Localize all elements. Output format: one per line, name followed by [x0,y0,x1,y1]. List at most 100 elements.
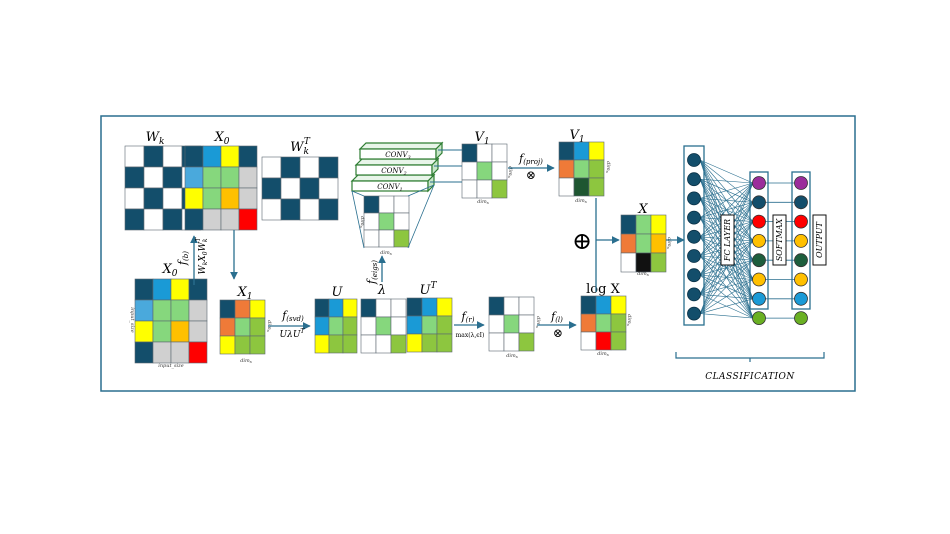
matrix-cell [314,334,330,354]
dim-label: dims [597,351,609,357]
matrix-cell [249,335,266,355]
dim-label: dims [507,166,513,178]
network-edge [699,240,754,314]
ut-label: UT [420,281,438,298]
matrix-cell [378,212,395,231]
matrix-cell [620,214,637,235]
matrix-cell [488,296,505,316]
matrix-cell [249,299,266,319]
matrix-cell [261,156,282,179]
f-l-label: f(l) [550,310,563,324]
matrix-cell [219,335,236,355]
x0-bottom-label: X0 [162,262,178,279]
matrix-cell [124,208,145,231]
dim-label: dims [506,353,518,359]
output-node [794,253,808,268]
matrix-cell [134,278,154,301]
logx-label: log X [586,282,620,297]
matrix-cell [162,187,183,210]
fc-node [687,210,701,225]
matrix-cell [436,297,453,317]
matrix-cell [342,316,358,336]
output-node [794,291,808,306]
softmax-label: SOFTMAX [775,218,784,261]
conv1-label: CONV3 [385,151,410,161]
matrix-cell [134,320,154,343]
matrix-cell [299,198,320,221]
v1-projected-matrix [558,141,605,197]
conv-fan-line [351,190,365,249]
softmax-node [752,272,766,287]
matrix-cell [314,316,330,336]
matrix-cell [488,332,505,352]
matrix-cell [318,156,339,179]
dim-label: dims [266,320,272,332]
matrix-cell [124,166,145,189]
x-matrix [620,214,667,273]
matrix-cell [220,187,240,210]
matrix-cell [261,198,282,221]
x1-label: X1 [237,285,253,302]
fc-layer-nodes [687,153,701,321]
fc-node [687,172,701,187]
matrix-cell [390,298,407,318]
output-node [794,272,808,287]
svd-formula-label: UλUT [280,328,306,340]
output-box [791,171,811,310]
matrix-cell [360,298,377,318]
matrix-cell [558,177,575,197]
output-label: OUTPUT [815,221,824,258]
matrix-cell [328,298,344,318]
matrix-cell [360,316,377,336]
matrix-cell [363,195,380,214]
network-edge [699,279,754,314]
matrix-cell [188,320,208,343]
softmax-node [752,291,766,306]
dim-label: dims [637,271,649,277]
matrix-cell [328,316,344,336]
conv2-label: CONV2 [381,167,406,177]
matrix-cell [162,166,183,189]
network-edge [699,178,754,184]
otimes-proj: ⊗ [526,168,536,182]
matrix-cell [363,229,380,248]
matrix-cell [580,331,597,351]
matrix-cell [152,299,172,322]
softmax-node [752,311,766,326]
matrix-cell [650,214,667,235]
logx-matrix [580,295,627,351]
wkt-label: WkT [290,137,311,157]
matrix-cell [162,208,183,231]
matrix-cell [238,187,258,210]
f-svd-label: f(svd) [281,309,304,323]
matrix-cell [503,296,520,316]
v1-projected-label: V1 [569,128,584,145]
matrix-cell [238,166,258,189]
dim-label: dims [666,237,672,249]
matrix-cell [610,331,627,351]
matrix-cell [620,252,637,273]
dim-label: dims [626,314,632,326]
fc-layer-box [683,145,705,326]
matrix-cell [314,298,330,318]
diagram-frame [100,115,856,392]
fc-layer-label: FC LAYER [723,219,732,262]
matrix-cell [170,320,190,343]
dim-label: dims [359,216,365,228]
matrix-cell [635,214,652,235]
softmax-label-box [772,214,787,266]
matrix-cell [518,296,535,316]
matrix-cell [152,320,172,343]
matrix-cell [124,145,145,168]
fc-node [687,249,701,263]
network-edge [699,182,754,199]
conv-layer-2 [354,157,440,177]
matrix-cell [170,278,190,301]
x0-top-matrix [184,145,258,231]
matrix-cell [580,295,597,315]
otimes-log: ⊗ [553,326,563,340]
matrix-cell [280,198,301,221]
matrix-cell [558,159,575,179]
v1-label: V1 [474,130,489,147]
